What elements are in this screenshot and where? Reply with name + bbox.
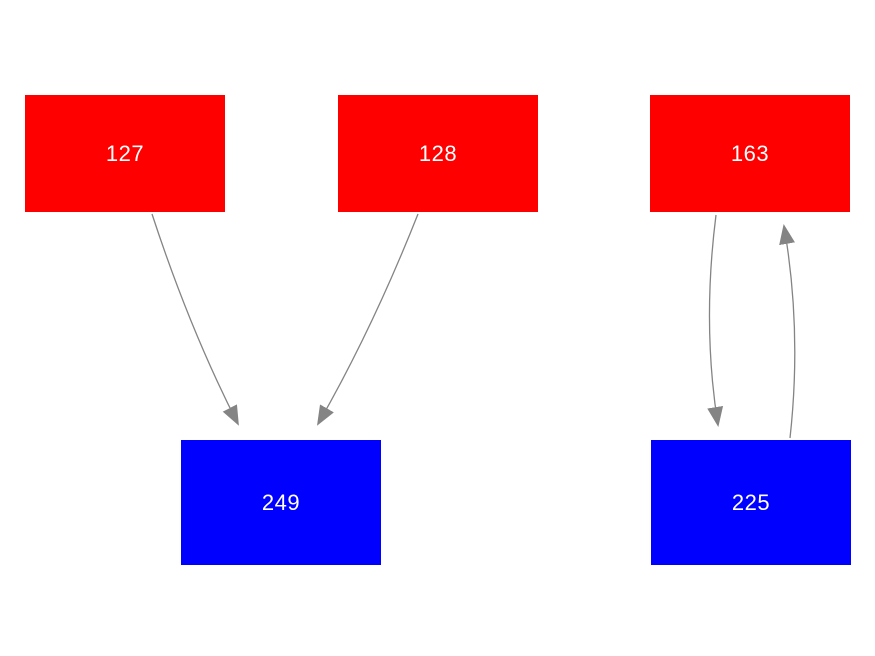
edge-127-to-249	[151, 213, 239, 426]
edge-128-to-249	[317, 213, 419, 426]
node-225: 225	[651, 440, 851, 565]
node-225-label: 225	[731, 489, 771, 515]
node-249: 249	[181, 440, 381, 565]
node-163: 163	[650, 95, 850, 212]
node-128-label: 128	[418, 140, 458, 166]
node-163-label: 163	[730, 140, 770, 166]
node-127: 127	[25, 95, 225, 212]
node-127-label: 127	[105, 140, 145, 166]
node-128: 128	[338, 95, 538, 212]
node-249-label: 249	[261, 489, 301, 515]
edge-163-to-225	[707, 214, 724, 427]
edge-225-to-163	[779, 224, 796, 439]
